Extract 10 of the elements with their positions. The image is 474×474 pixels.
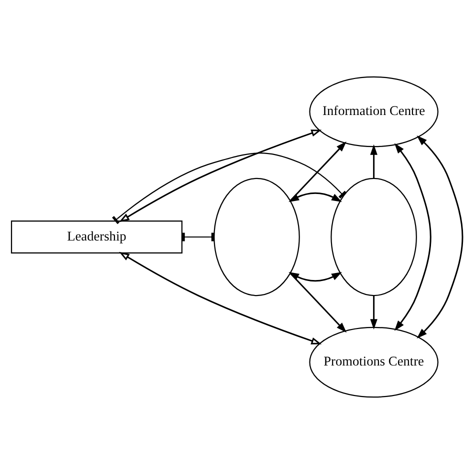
arrow <box>119 252 322 344</box>
arrow <box>416 136 464 338</box>
arrow <box>288 192 342 202</box>
arrow <box>119 130 322 222</box>
connector <box>112 152 347 224</box>
arrow <box>370 144 378 178</box>
arrow <box>290 141 346 202</box>
arrow <box>394 143 432 331</box>
node-box: Leadership <box>10 220 182 254</box>
arrow <box>370 296 378 330</box>
